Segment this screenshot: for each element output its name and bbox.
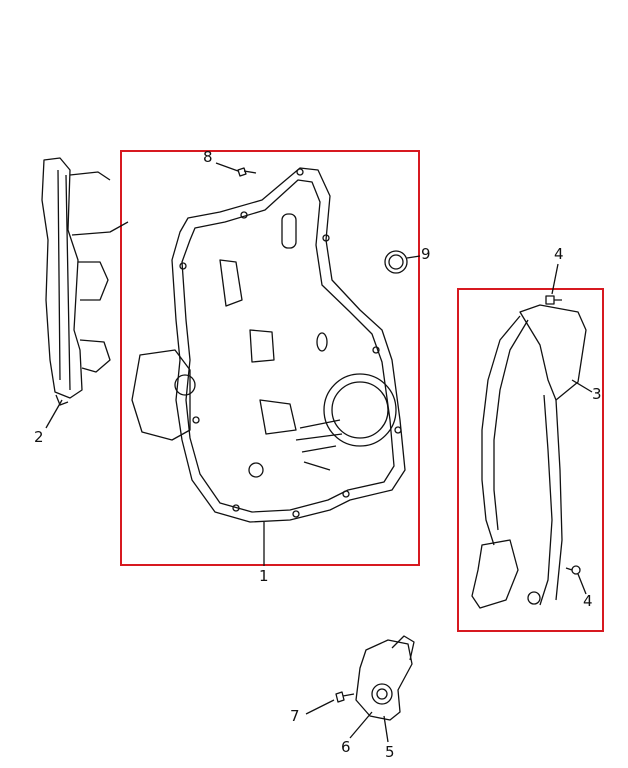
leader-line-5 [383,715,389,743]
leader-line-2 [45,399,63,429]
leader-line-4-bottom [577,573,587,595]
highlight-box-panel [120,150,420,566]
motor-screw-drawing [335,691,355,703]
leader-line-6 [349,711,373,739]
leader-line-4-top [551,263,559,295]
regulator-bolt-top-drawing [545,295,562,305]
callout-5: 5 [385,743,395,761]
highlight-box-regulator [457,288,604,632]
leader-line-7 [305,699,335,715]
leader-line-3 [571,379,593,393]
leader-line-9 [406,255,421,259]
callout-6: 6 [341,738,351,756]
callout-2: 2 [34,428,44,446]
panel-bolt-drawing [237,167,257,177]
callout-8: 8 [203,148,213,166]
door-module-panel-drawing [131,167,406,523]
clip-ring-drawing [384,250,408,274]
callout-4-bottom: 4 [583,592,593,610]
window-motor-drawing [355,635,415,721]
callout-9: 9 [421,245,431,263]
callout-1: 1 [259,567,269,585]
callout-4-top: 4 [554,245,564,263]
callout-3: 3 [592,385,602,403]
leader-line-8 [215,162,239,172]
regulator-bolt-bottom-drawing [565,565,581,575]
window-regulator-drawing [471,304,587,609]
inner-frame-bracket-drawing [41,157,129,406]
callout-7: 7 [290,707,300,725]
